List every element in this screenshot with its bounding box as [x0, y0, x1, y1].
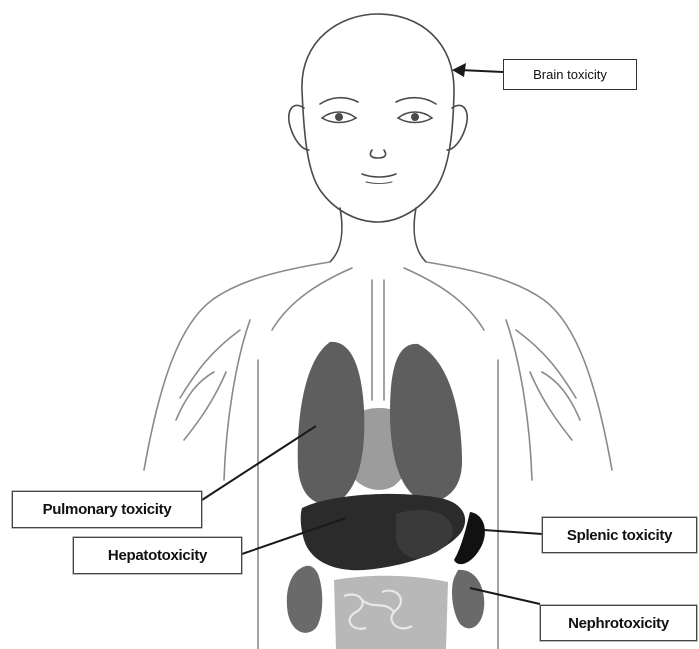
pulmonary-toxicity-label: Pulmonary toxicity — [12, 491, 202, 528]
right-kidney — [452, 570, 484, 628]
intestines — [334, 576, 448, 649]
brain-leader — [460, 70, 503, 72]
nephrotoxicity-label: Nephrotoxicity — [540, 605, 697, 641]
organs — [287, 342, 485, 649]
left-kidney — [287, 566, 322, 633]
splenic-toxicity-label: Splenic toxicity — [542, 517, 697, 553]
stomach — [396, 510, 453, 558]
head — [289, 14, 467, 262]
left-lung — [298, 342, 365, 504]
brain-toxicity-label: Brain toxicity — [503, 59, 637, 90]
hepatotoxicity-label: Hepatotoxicity — [73, 537, 242, 574]
brain-arrow-head — [452, 63, 466, 77]
splenic-leader — [484, 530, 542, 534]
